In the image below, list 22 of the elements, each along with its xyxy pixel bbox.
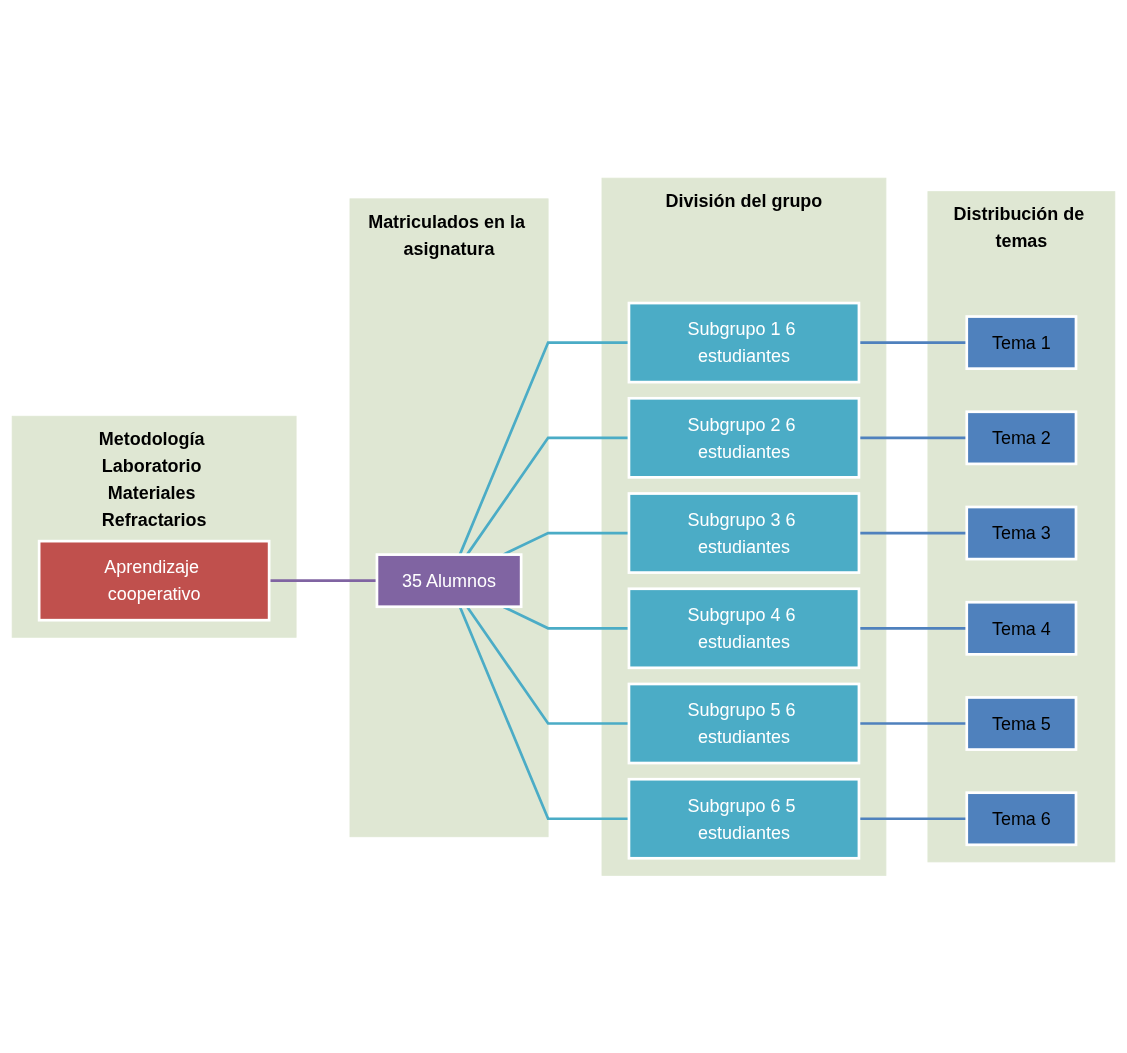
node-box: Subgrupo 4 6 estudiantes <box>627 587 861 669</box>
node-box: Tema 5 <box>965 695 1078 751</box>
node-box: Aprendizaje cooperativo <box>37 539 271 622</box>
node-box: Subgrupo 6 5 estudiantes <box>627 777 861 860</box>
connector <box>458 340 629 555</box>
connector <box>858 817 967 820</box>
connector <box>858 340 967 344</box>
connector <box>858 436 967 439</box>
connector <box>858 531 967 535</box>
node-box: Tema 3 <box>965 505 1078 561</box>
node-box: Tema 4 <box>965 600 1078 656</box>
connector <box>858 721 967 725</box>
node-box: Tema 1 <box>965 314 1078 370</box>
node-box: 35 Alumnos <box>375 553 523 608</box>
node-box: Tema 2 <box>965 410 1078 465</box>
node-box: Tema 6 <box>965 791 1078 846</box>
node-box: Subgrupo 3 6 estudiantes <box>627 491 861 574</box>
node-box: Subgrupo 2 6 estudiantes <box>627 396 861 479</box>
node-box: Subgrupo 1 6 estudiantes <box>627 301 861 384</box>
node-box: Subgrupo 5 6 estudiantes <box>627 682 861 765</box>
connector <box>858 626 967 630</box>
connector <box>269 579 377 582</box>
